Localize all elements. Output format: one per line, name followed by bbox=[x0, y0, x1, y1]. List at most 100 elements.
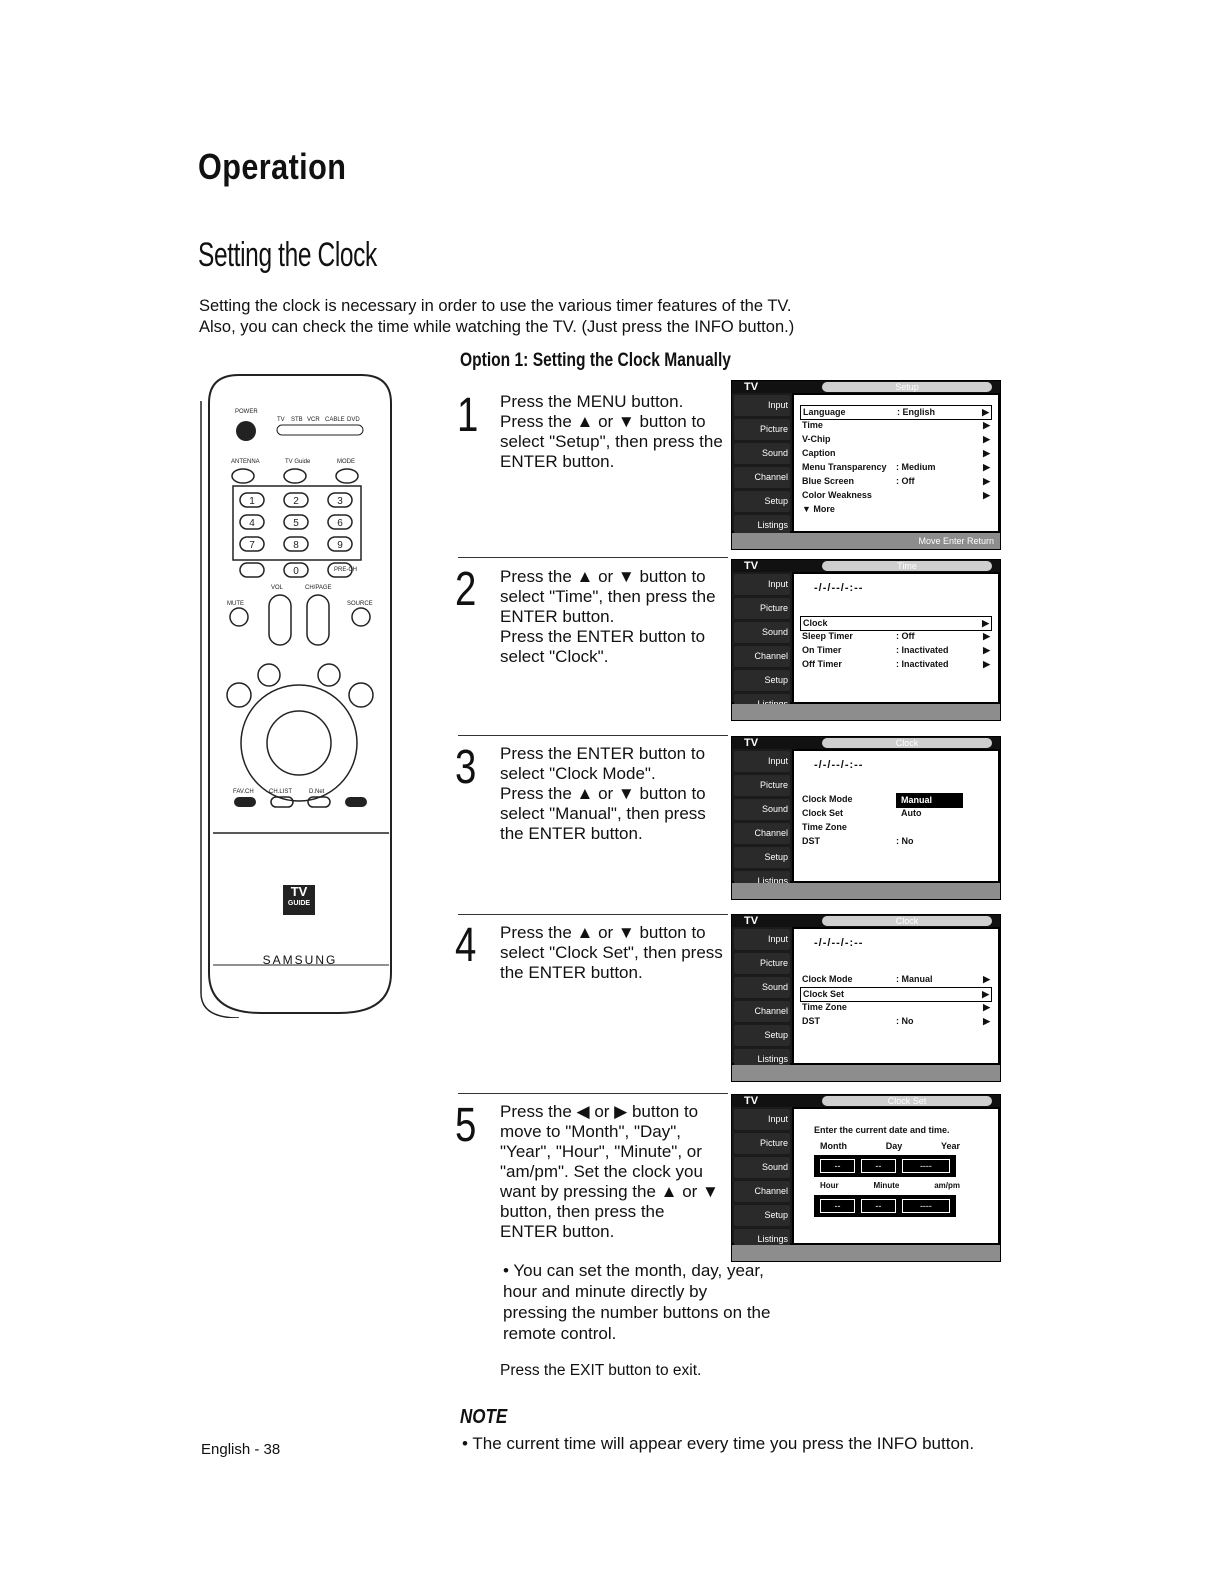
osd-sidebar-item: Listings bbox=[734, 515, 790, 536]
osd-menu-row: Clock Set▶ bbox=[800, 987, 992, 1002]
osd-menu-row: Blue Screen: Off▶ bbox=[802, 476, 990, 486]
step-text: Press the ENTER button to select "Clock … bbox=[500, 744, 706, 843]
osd-footer bbox=[732, 1065, 1000, 1081]
osd-current-time: -/-/--/-:-- bbox=[814, 759, 864, 771]
year-label: Year bbox=[940, 1141, 960, 1151]
day-label: Day bbox=[885, 1141, 903, 1151]
step-text: Press the MENU button. Press the ▲ or ▼ … bbox=[500, 392, 723, 471]
svg-text:8: 8 bbox=[293, 540, 299, 551]
osd-title: Clock bbox=[822, 916, 992, 926]
osd-menu-row: DST: No▶ bbox=[802, 1016, 990, 1026]
osd-menu-row: V-Chip▶ bbox=[802, 434, 990, 444]
svg-text:7: 7 bbox=[249, 540, 255, 551]
section-title: Operation bbox=[198, 146, 347, 187]
antenna-label: ANTENNA bbox=[231, 459, 260, 465]
tv-guide-logo: TV GUIDE bbox=[283, 885, 315, 909]
svg-text:2: 2 bbox=[293, 496, 299, 507]
page-footer: English - 38 bbox=[201, 1441, 281, 1458]
intro-paragraph: Setting the clock is necessary in order … bbox=[199, 296, 794, 338]
bullet-tip: • You can set the month, day, year, hour… bbox=[503, 1261, 771, 1343]
dvd-mode-label: DVD bbox=[347, 417, 360, 423]
osd-menu-row: Language: English▶ bbox=[800, 405, 992, 420]
svg-text:0: 0 bbox=[293, 566, 299, 577]
osd-current-time: -/-/--/-:-- bbox=[814, 582, 864, 594]
intro-line-1: Setting the clock is necessary in order … bbox=[199, 297, 792, 315]
osd-current-time: -/-/--/-:-- bbox=[814, 937, 864, 949]
step-number: 3 bbox=[455, 741, 477, 794]
svg-text:3: 3 bbox=[337, 496, 343, 507]
osd-footer: Move Enter Return bbox=[732, 533, 1000, 549]
osd-menu-row: Color Weakness▶ bbox=[802, 490, 990, 500]
tv-guide-logo-bottom: GUIDE bbox=[287, 900, 311, 907]
step-number: 4 bbox=[455, 919, 477, 972]
osd-title: Time bbox=[822, 561, 992, 571]
osd-menu-row: Caption▶ bbox=[802, 448, 990, 458]
step-text: Press the ▲ or ▼ button to select "Time"… bbox=[500, 567, 716, 666]
osd-sidebar-item: Sound bbox=[734, 443, 790, 464]
step-text: Press the ◀ or ▶ button to move to "Mont… bbox=[500, 1102, 719, 1241]
svg-text:6: 6 bbox=[337, 518, 343, 529]
osd-setup-screen: TV Setup Input Picture Sound Channel Setu… bbox=[731, 380, 1001, 550]
intro-line-2: Also, you can check the time while watch… bbox=[199, 318, 795, 336]
vol-label: VOL bbox=[271, 585, 284, 591]
tv-guide-logo-top: TV bbox=[290, 884, 308, 899]
osd-tv-label: TV bbox=[744, 381, 759, 393]
osd-menu-row: Time▶ bbox=[802, 420, 990, 430]
step-number: 5 bbox=[455, 1099, 477, 1152]
osd-menu-row: Off Timer: Inactivated▶ bbox=[802, 659, 990, 669]
osd-footer bbox=[732, 1245, 1000, 1261]
osd-prompt: Enter the current date and time. bbox=[814, 1125, 950, 1135]
step-number: 2 bbox=[455, 563, 477, 616]
minute-label: Minute bbox=[873, 1181, 900, 1190]
osd-title: Setup bbox=[822, 382, 992, 392]
osd-menu-row: Time Zone bbox=[802, 822, 847, 832]
page-title: Setting the Clock bbox=[198, 236, 377, 274]
osd-footer bbox=[732, 883, 1000, 899]
day-field[interactable]: -- bbox=[860, 1159, 896, 1173]
ampm-label: am/pm bbox=[934, 1181, 960, 1190]
cable-mode-label: CABLE bbox=[325, 417, 345, 423]
month-field[interactable]: -- bbox=[820, 1159, 855, 1173]
osd-sidebar-item: Picture bbox=[734, 419, 790, 440]
step-number: 1 bbox=[457, 389, 479, 442]
osd-menu-row: Menu Transparency: Medium▶ bbox=[802, 462, 990, 472]
source-label: SOURCE bbox=[347, 601, 373, 607]
step-divider bbox=[458, 1093, 728, 1094]
power-label: POWER bbox=[235, 409, 258, 415]
tv-guide-label: TV Guide bbox=[285, 459, 311, 465]
pre-ch-label: PRE-CH bbox=[334, 567, 358, 573]
note-heading: NOTE bbox=[460, 1406, 508, 1428]
osd-menu-row: Time Zone▶ bbox=[802, 1002, 990, 1012]
hour-label: Hour bbox=[820, 1181, 839, 1190]
svg-text:5: 5 bbox=[293, 518, 299, 529]
osd-menu-row: Clock▶ bbox=[800, 616, 992, 631]
note-text: • The current time will appear every tim… bbox=[462, 1434, 975, 1453]
year-field[interactable]: ---- bbox=[901, 1159, 950, 1173]
mute-label: MUTE bbox=[227, 601, 244, 607]
osd-menu-row: Sleep Timer: Off▶ bbox=[802, 631, 990, 641]
osd-menu-row: On Timer: Inactivated▶ bbox=[802, 645, 990, 655]
step-divider bbox=[458, 557, 728, 558]
svg-text:4: 4 bbox=[249, 518, 255, 529]
osd-sidebar: Input Picture Sound Channel Setup Listin… bbox=[732, 393, 792, 536]
vcr-mode-label: VCR bbox=[307, 417, 320, 423]
step-divider bbox=[458, 735, 728, 736]
svg-text:9: 9 bbox=[337, 540, 343, 551]
hour-field[interactable]: -- bbox=[820, 1199, 855, 1213]
fav-ch-label: FAV.CH bbox=[233, 789, 254, 795]
mode-label: MODE bbox=[337, 459, 355, 465]
ampm-field[interactable]: ---- bbox=[901, 1199, 950, 1213]
stb-mode-label: STB bbox=[291, 417, 303, 423]
osd-menu-row: DST: No bbox=[802, 836, 914, 846]
minute-field[interactable]: -- bbox=[860, 1199, 896, 1213]
